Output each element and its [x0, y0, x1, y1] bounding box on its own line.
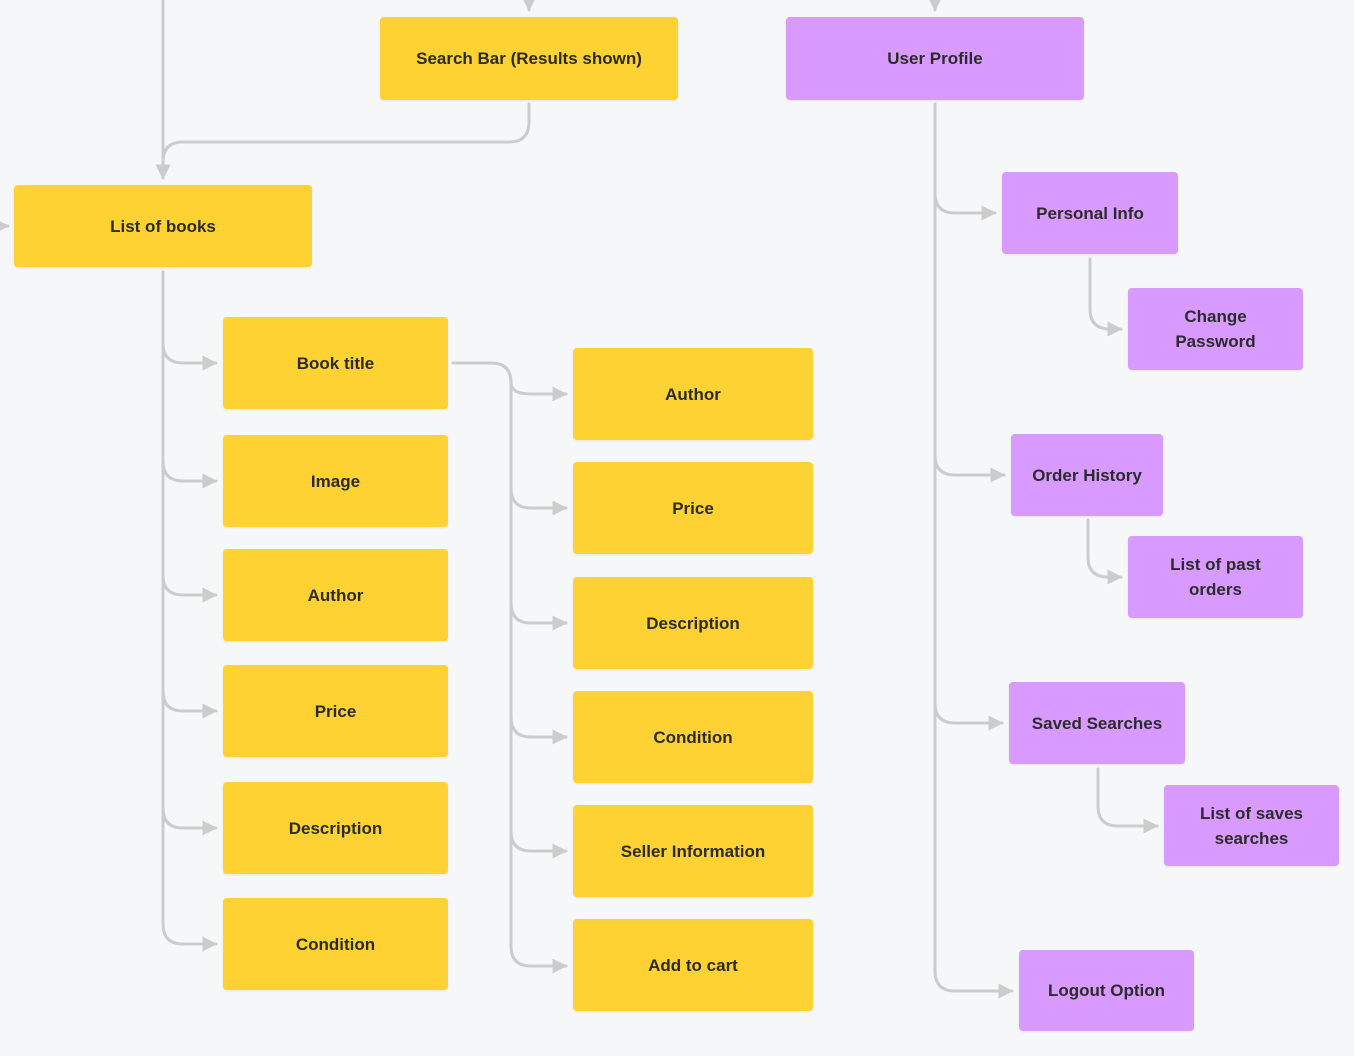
user-profile-label: User Profile [887, 49, 983, 68]
order-history-node[interactable]: Order History [1011, 434, 1163, 516]
add-to-cart-node[interactable]: Add to cart [573, 919, 813, 1011]
add-to-cart-label: Add to cart [648, 955, 738, 975]
book-title-label: Book title [296, 353, 375, 373]
seller-information-node[interactable]: Seller Information [573, 805, 813, 897]
list-of-saves-searches-label: List of saves searches [1200, 803, 1303, 848]
personal-info-label: Personal Info [1036, 203, 1144, 223]
description-node-left[interactable]: Description [223, 782, 448, 874]
author-label-right: Author [665, 384, 721, 404]
list-of-books-node[interactable]: List of books [14, 185, 312, 267]
saved-searches-node[interactable]: Saved Searches [1009, 682, 1185, 764]
logout-option-node[interactable]: Logout Option [1019, 950, 1194, 1031]
author-node-right[interactable]: Author [573, 348, 813, 440]
list-of-past-orders-label: List of past orders [1170, 555, 1261, 599]
condition-node-right[interactable]: Condition [573, 691, 813, 783]
order-history-label: Order History [1032, 465, 1142, 485]
logout-option-label: Logout Option [1047, 981, 1166, 1000]
condition-node-left[interactable]: Condition [223, 898, 448, 990]
description-label-left: Description [288, 818, 383, 838]
price-label-left: Price [314, 701, 357, 721]
change-password-node[interactable]: Change Password [1128, 288, 1303, 370]
list-of-saves-searches-node[interactable]: List of saves searches [1164, 785, 1339, 866]
user-profile-node[interactable]: User Profile [786, 17, 1084, 100]
search-bar-label: Search Bar (Results shown) [416, 49, 642, 68]
price-label-right: Price [672, 498, 714, 518]
price-node-right[interactable]: Price [573, 462, 813, 554]
personal-info-node[interactable]: Personal Info [1002, 172, 1178, 254]
description-node-right[interactable]: Description [573, 577, 813, 669]
saved-searches-label: Saved Searches [1031, 713, 1163, 733]
image-node[interactable]: Image [223, 435, 448, 527]
list-of-books-label: List of books [110, 216, 216, 236]
condition-label-right: Condition [653, 727, 733, 747]
description-label-right: Description [646, 613, 740, 633]
change-password-label: Change Password [1175, 307, 1256, 351]
list-of-past-orders-node[interactable]: List of past orders [1128, 536, 1303, 618]
search-bar-node[interactable]: Search Bar (Results shown) [380, 17, 678, 100]
condition-label-left: Condition [295, 934, 376, 954]
author-label-left: Author [307, 585, 364, 605]
image-label: Image [310, 471, 361, 491]
seller-information-label: Seller Information [620, 841, 766, 861]
price-node-left[interactable]: Price [223, 665, 448, 757]
book-title-node[interactable]: Book title [223, 317, 448, 409]
author-node-left[interactable]: Author [223, 549, 448, 641]
